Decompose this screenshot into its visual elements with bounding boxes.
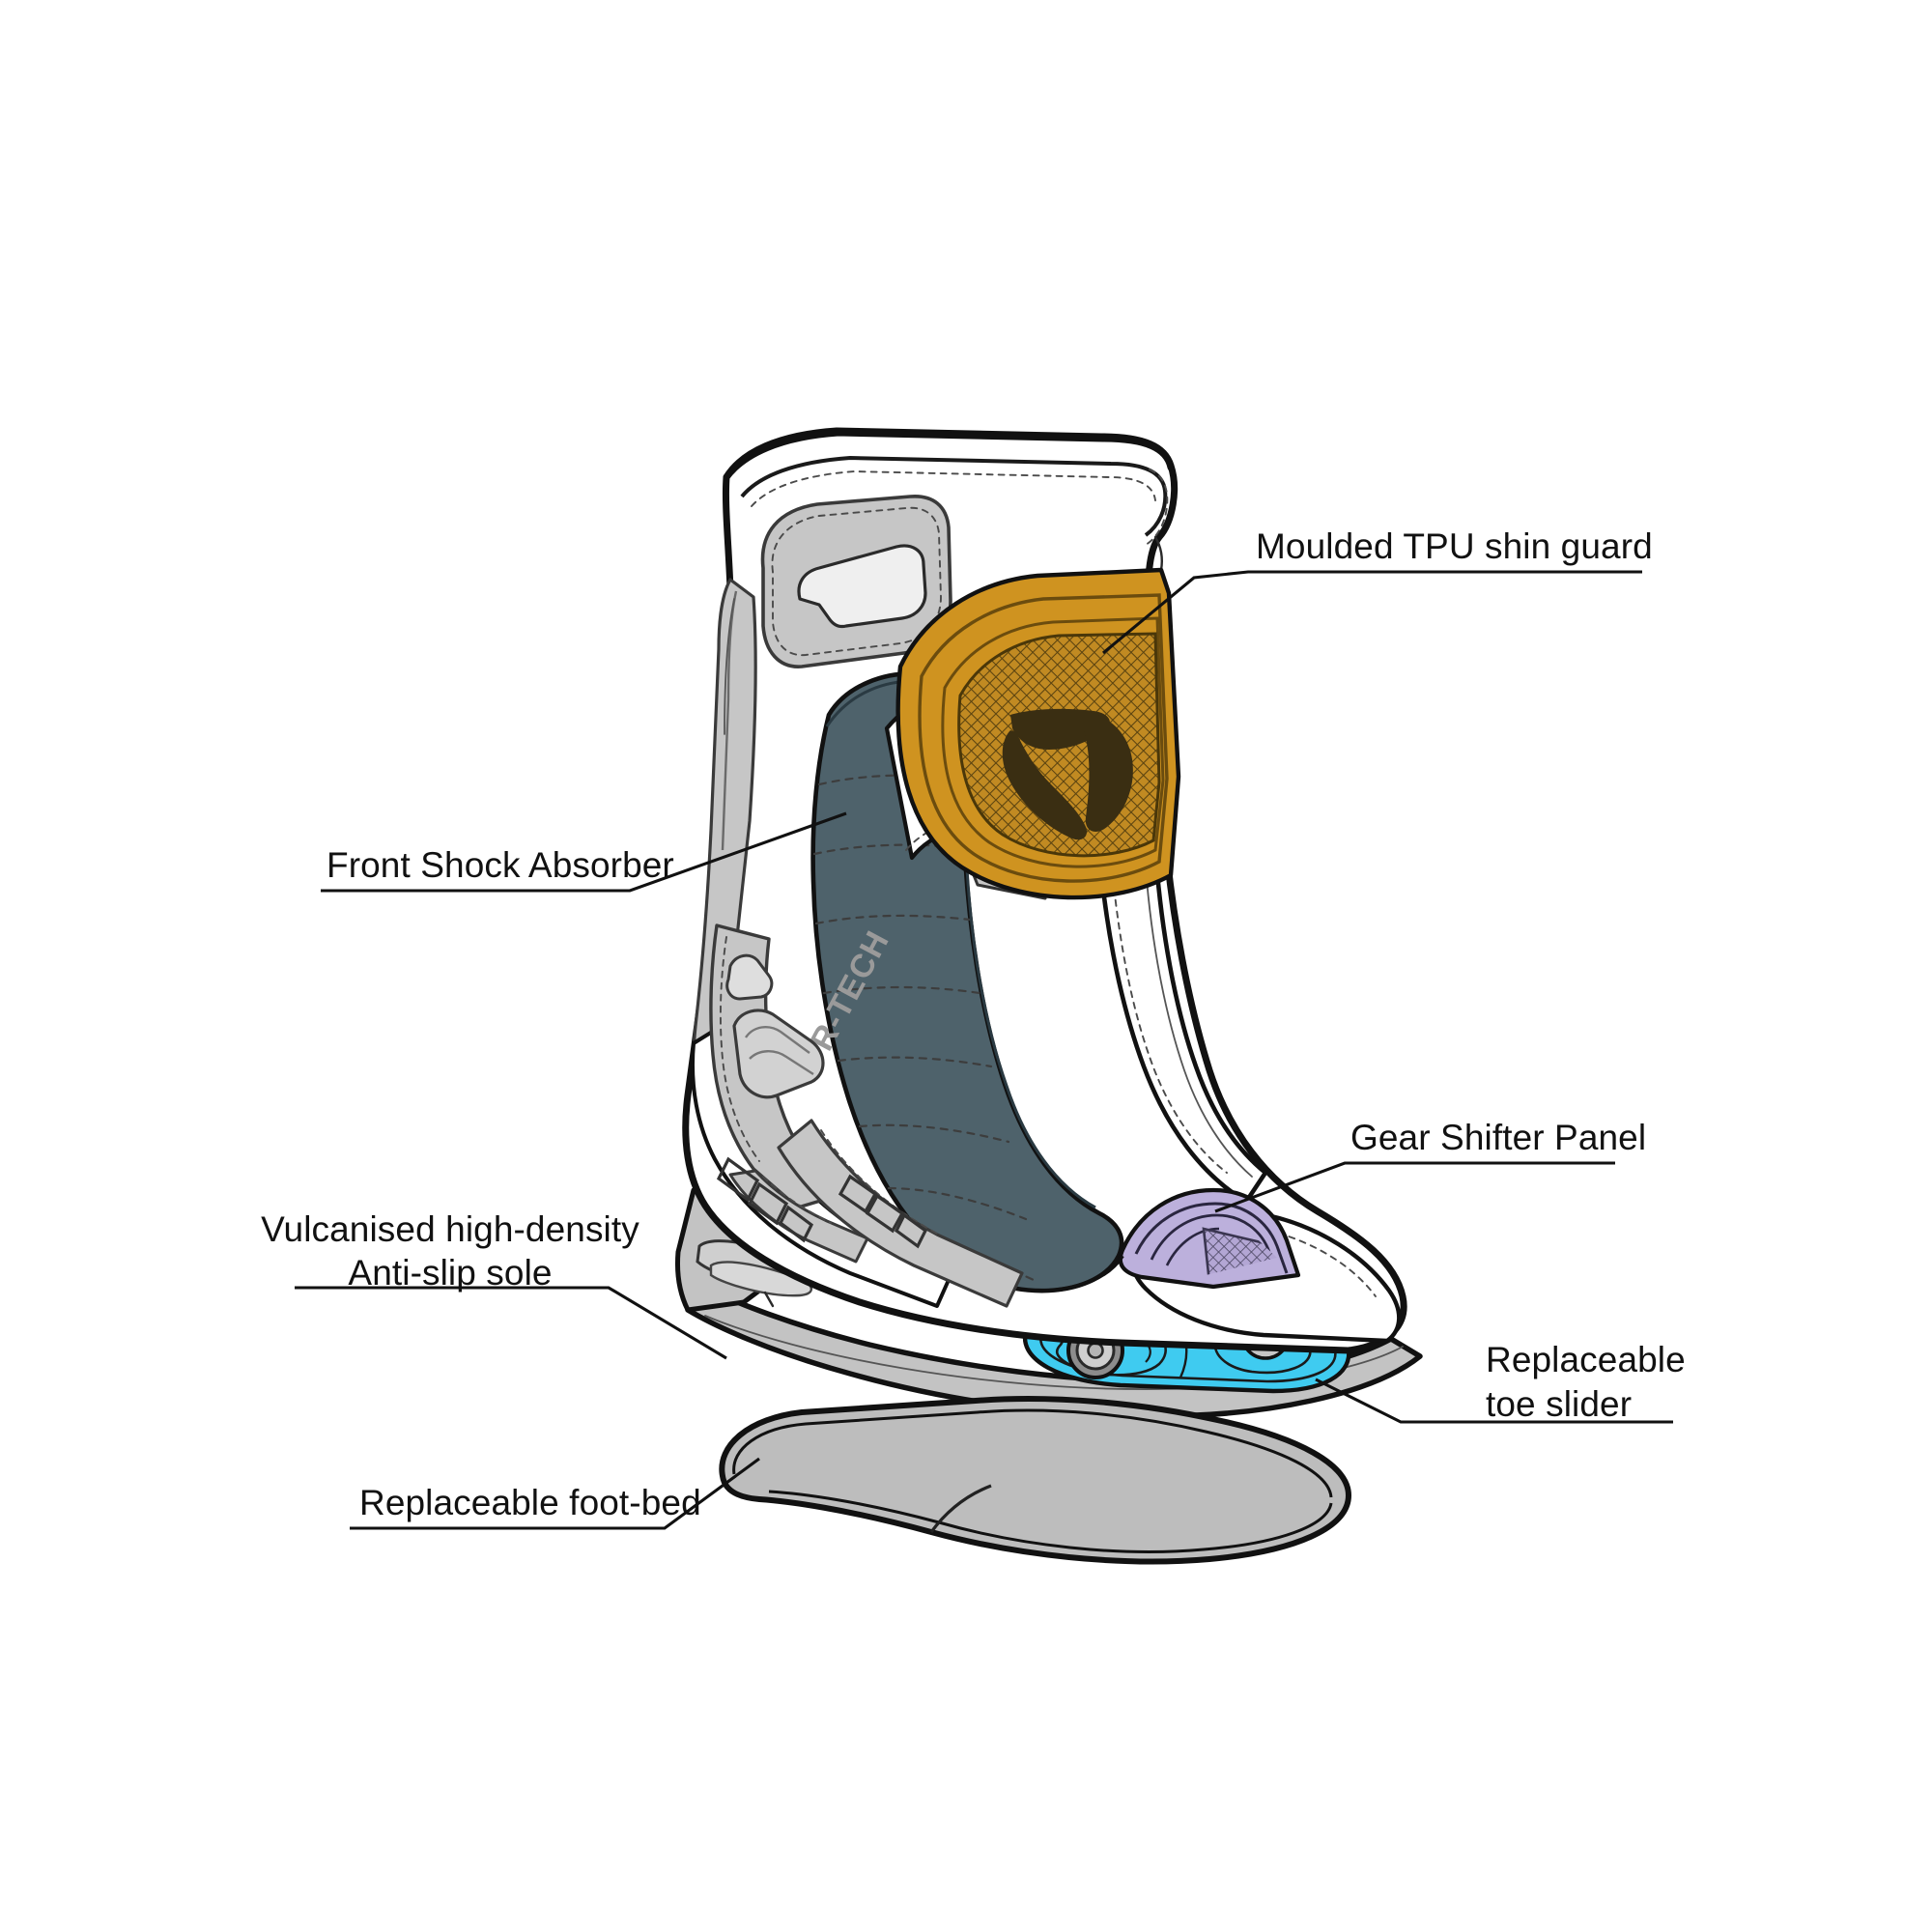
gear-shifter-panel [1118,1187,1301,1290]
callout-label-toe-slider-line1: Replaceable [1486,1340,1686,1379]
callout-label-anti-slip-sole-line2: Anti-slip sole [348,1253,552,1293]
leader-toe-slider [1315,1378,1673,1424]
tpu-shin-guard [895,567,1181,900]
white-chevron-group [716,1156,814,1243]
tri-blade-emblem [1002,708,1133,840]
callout-label-toe-slider-line2: toe slider [1486,1384,1632,1424]
leader-front-shock-absorber [321,811,847,893]
callout-label-anti-slip-sole-line1: Vulcanised high-density [261,1209,639,1249]
leader-gear-shifter-panel [1214,1161,1615,1213]
callout-leaders [295,570,1673,1530]
collar-pad [760,495,952,668]
motorcycle-boot: R-TECH [675,427,1423,1419]
leader-foot-bed [350,1457,760,1530]
leader-shin-guard [1102,570,1642,655]
callout-label-front-shock-absorber: Front Shock Absorber [327,845,674,885]
callout-label-gear-shifter-panel: Gear Shifter Panel [1350,1118,1646,1157]
lower-arrow-band [777,1119,1024,1308]
callout-label-shin-guard: Moulded TPU shin guard [1256,526,1653,566]
callout-label-foot-bed: Replaceable foot-bed [359,1483,701,1522]
leader-anti-slip-sole [295,1286,727,1360]
callout-labels: Moulded TPU shin guard Front Shock Absor… [261,526,1686,1522]
foot-bed-insole [719,1396,1351,1565]
